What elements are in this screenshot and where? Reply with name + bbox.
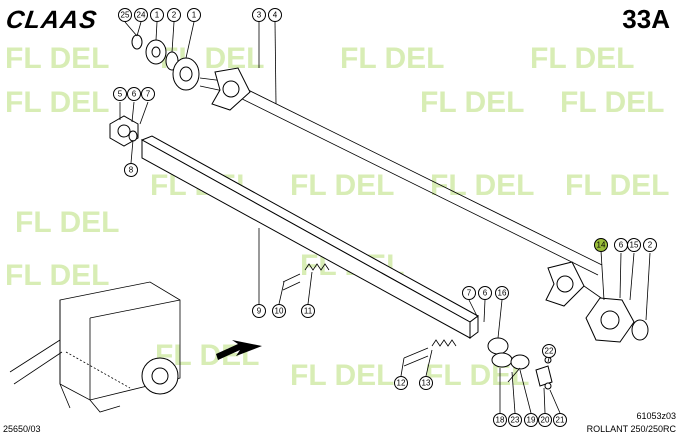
callout-number: 22: [545, 347, 554, 356]
callout-bubble: 1: [187, 8, 201, 22]
callout-bubble: 7: [462, 286, 476, 300]
callout-number: 11: [304, 307, 313, 316]
callout-number: 2: [172, 11, 177, 20]
bearing-group-right: [487, 297, 649, 370]
callout-number: 16: [498, 289, 507, 298]
callout-bubble: 11: [301, 304, 315, 318]
spring-upper: [282, 263, 330, 291]
callout-bubble: 14: [594, 238, 608, 252]
square-shaft: [140, 135, 479, 339]
watermark-text: FL DEL: [420, 86, 524, 119]
callout-number: 5: [118, 90, 123, 99]
callout-bubble: 1: [150, 8, 164, 22]
callout-bubble: 3: [252, 8, 266, 22]
callout-bubble: 24: [134, 8, 148, 22]
callout-bubble: 15: [627, 238, 641, 252]
callout-number: 15: [630, 241, 639, 250]
drawing-number: 61053z03: [636, 411, 676, 421]
callout-number: 24: [137, 11, 146, 20]
upper-shaft: [199, 67, 605, 307]
watermark-layer: FL DEL FL DEL FL DEL FL DEL FL DEL FL DE…: [5, 42, 669, 392]
callout-number: 6: [483, 289, 488, 298]
callout-number: 18: [496, 416, 505, 425]
callout-number: 8: [129, 166, 134, 175]
callout-bubble: 2: [167, 8, 181, 22]
callout-number: 7: [467, 289, 472, 298]
callout-number: 6: [619, 241, 624, 250]
callout-bubble: 4: [268, 8, 282, 22]
watermark-text: FL DEL: [5, 42, 109, 75]
callout-bubble: 6: [127, 87, 141, 101]
watermark-text: FL DEL: [430, 169, 534, 202]
callout-number: 9: [257, 307, 262, 316]
watermark-text: FL DEL: [290, 169, 394, 202]
direction-arrow: [216, 340, 262, 360]
callout-bubble: 7: [141, 87, 155, 101]
callout-number: 14: [597, 241, 606, 250]
callout-layer: 25 24 1 2 1 3 4 5 6 7 8 9 10 11 7 6 16 1…: [113, 8, 657, 427]
callout-number: 1: [192, 11, 197, 20]
callout-bubble: 19: [524, 413, 538, 427]
callout-bubble: 23: [508, 413, 522, 427]
callout-number: 25: [121, 11, 130, 20]
callout-bubble: 2: [643, 238, 657, 252]
callout-bubble: 25: [118, 8, 132, 22]
callout-number: 3: [257, 11, 262, 20]
bearing-group-left: [109, 115, 139, 147]
watermark-text: FL DEL: [530, 42, 634, 75]
watermark-text: FL DEL: [5, 86, 109, 119]
page-code: 33A: [622, 4, 670, 34]
callout-number: 20: [541, 416, 550, 425]
spring-lower: [403, 339, 457, 367]
watermark-text: FL DEL: [565, 169, 669, 202]
brand-logo: CLAAS: [4, 6, 100, 34]
callout-number: 6: [132, 90, 137, 99]
leader-lines: [119, 21, 651, 414]
callout-bubble: 20: [538, 413, 552, 427]
callout-number: 10: [275, 307, 284, 316]
callout-number: 23: [511, 416, 520, 425]
callout-bubble: 5: [113, 87, 127, 101]
callout-number: 19: [527, 416, 536, 425]
callout-bubble: 22: [542, 344, 556, 358]
callout-bubble: 6: [478, 286, 492, 300]
callout-number: 2: [648, 241, 653, 250]
callout-number: 12: [397, 379, 406, 388]
footer-left-code: 25650/03: [3, 424, 41, 434]
callout-bubble: 12: [394, 376, 408, 390]
callout-bubble: 18: [493, 413, 507, 427]
callout-number: 4: [273, 11, 278, 20]
callout-bubble: 13: [419, 376, 433, 390]
callout-bubble: 21: [553, 413, 567, 427]
bearing-group-top: [131, 34, 200, 91]
latch-group: [507, 356, 553, 390]
watermark-text: FL DEL: [560, 86, 664, 119]
model-name: ROLLANT 250/250RC: [586, 424, 676, 434]
callout-number: 7: [146, 90, 151, 99]
watermark-text: FL DEL: [340, 42, 444, 75]
watermark-text: FL DEL: [5, 259, 109, 292]
callout-number: 21: [556, 416, 565, 425]
callout-number: 13: [422, 379, 431, 388]
callout-bubble: 16: [495, 286, 509, 300]
callout-bubble: 10: [272, 304, 286, 318]
callout-bubble: 6: [614, 238, 628, 252]
callout-number: 1: [155, 11, 160, 20]
callout-bubble: 8: [124, 163, 138, 177]
baler-machine-sketch: [9, 281, 181, 413]
watermark-text: FL DEL: [290, 359, 394, 392]
callout-bubble: 9: [252, 304, 266, 318]
watermark-text: FL DEL: [15, 206, 119, 239]
